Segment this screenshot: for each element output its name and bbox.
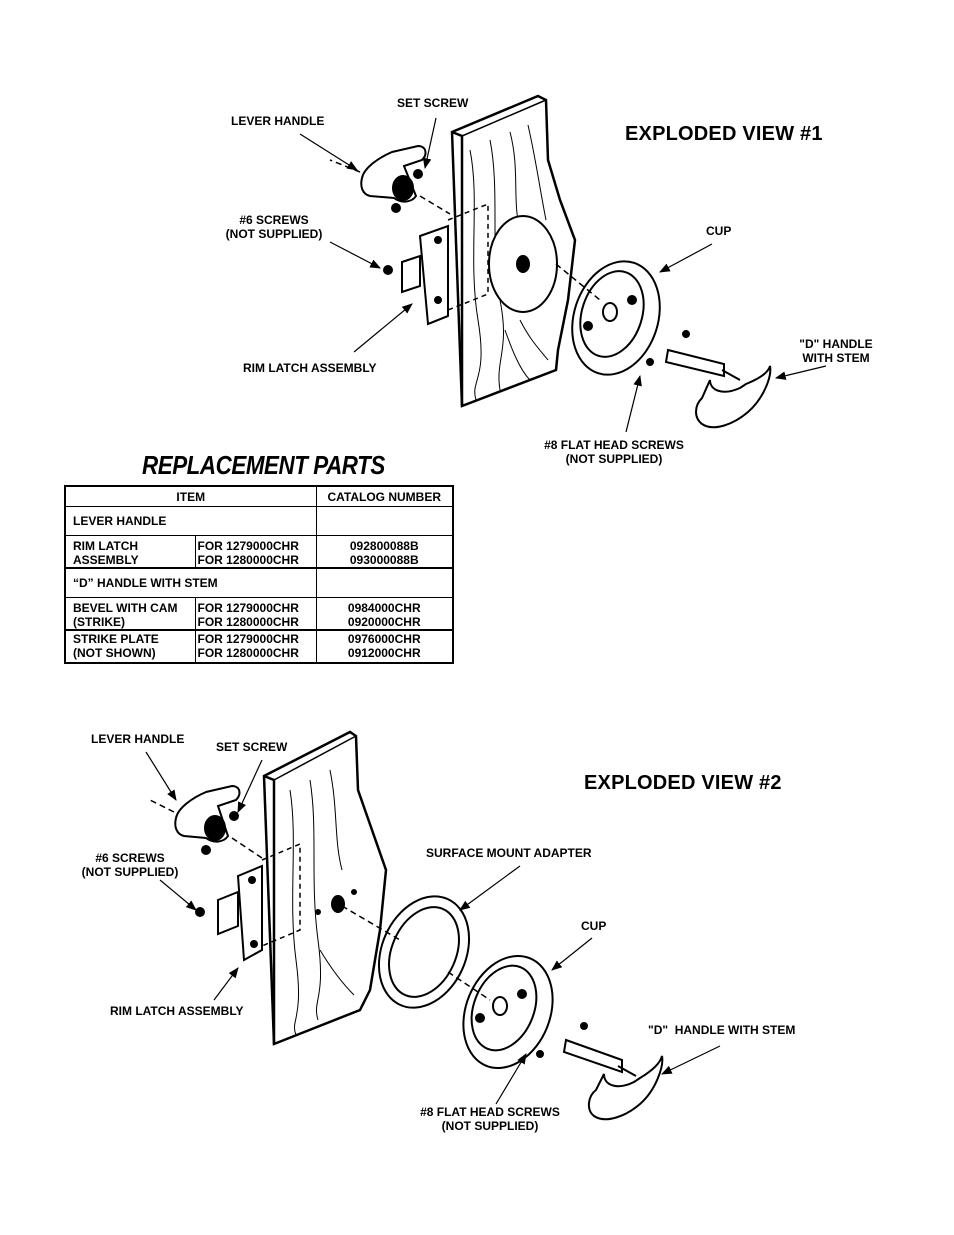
model-line1: FOR 1279000CHR (197, 632, 299, 646)
view2-door-slab (262, 730, 388, 1046)
view2-rim-latch-label: RIM LATCH ASSEMBLY (110, 1004, 244, 1018)
catalog-cell (315, 568, 454, 598)
item-cell: LEVER HANDLE (64, 506, 317, 536)
item-line1: BEVEL WITH CAM (73, 601, 178, 615)
col-header-item: ITEM (64, 485, 317, 507)
view2-d-handle-label: "D" HANDLE WITH STEM (648, 1023, 796, 1037)
view2-cup-label: CUP (581, 919, 607, 933)
catalog-line1: 092800088B (349, 539, 419, 553)
catalog-line1: 0984000CHR (347, 601, 421, 615)
view1-cup-label: CUP (706, 224, 732, 238)
view1-screws6-line2: (NOT SUPPLIED) (225, 227, 323, 241)
catalog-cell (315, 506, 454, 536)
replacement-parts-title: REPLACEMENT PARTS (142, 450, 385, 480)
catalog-cell: 0976000CHR 0912000CHR (315, 630, 454, 663)
view1-title: EXPLODED VIEW #1 (625, 123, 823, 145)
view1-screws8-label: #8 FLAT HEAD SCREWS (NOT SUPPLIED) (540, 438, 688, 466)
item-cell: STRIKE PLATE (NOT SHOWN) (64, 630, 196, 663)
view1-screws6-line1: #6 SCREWS (239, 213, 309, 227)
view1-screws8-line2: (NOT SUPPLIED) (565, 452, 663, 466)
item-cell: “D” HANDLE WITH STEM (64, 568, 317, 598)
view2-set-screw-label: SET SCREW (216, 740, 288, 754)
model-line2: FOR 1280000CHR (197, 553, 299, 567)
view1-lever-handle (329, 144, 451, 215)
view1-d-handle-line1: "D" HANDLE (799, 337, 873, 351)
model-cell: FOR 1279000CHR FOR 1280000CHR (194, 535, 317, 569)
view2-adapter-label: SURFACE MOUNT ADAPTER (426, 846, 592, 860)
view2-title: EXPLODED VIEW #2 (584, 772, 782, 794)
model-line2: FOR 1280000CHR (197, 615, 299, 629)
item-cell: RIM LATCH ASSEMBLY (64, 535, 196, 569)
catalog-cell: 092800088B 093000088B (315, 535, 454, 569)
view1-door-slab (450, 94, 577, 408)
catalog-line2: 093000088B (349, 553, 419, 567)
view1-rim-latch (401, 202, 489, 326)
view1-d-handle (646, 330, 772, 429)
catalog-line1: 0976000CHR (347, 632, 421, 646)
view2-screws8-label: #8 FLAT HEAD SCREWS (NOT SUPPLIED) (416, 1105, 564, 1133)
view2-lever-handle (149, 784, 263, 859)
view1-d-handle-line2: WITH STEM (802, 351, 870, 365)
item-line1: RIM LATCH (73, 539, 139, 553)
view2-screws8-line2: (NOT SUPPLIED) (441, 1119, 539, 1133)
view1-lever-handle-label: LEVER HANDLE (231, 114, 325, 128)
view2-lever-handle-label: LEVER HANDLE (91, 732, 185, 746)
model-cell: FOR 1279000CHR FOR 1280000CHR (194, 597, 317, 631)
model-cell: FOR 1279000CHR FOR 1280000CHR (194, 630, 317, 663)
model-line2: FOR 1280000CHR (197, 646, 299, 660)
item-line2: (STRIKE) (73, 615, 125, 629)
table-row: STRIKE PLATE (NOT SHOWN) FOR 1279000CHR … (64, 630, 454, 663)
view2-drawing (145, 730, 721, 1121)
item-line1: STRIKE PLATE (73, 632, 159, 646)
view2-surface-mount-adapter (341, 895, 471, 1009)
item-line2: (NOT SHOWN) (73, 646, 156, 660)
table-row: RIM LATCH ASSEMBLY FOR 1279000CHR FOR 12… (64, 535, 454, 569)
view1-cup (555, 260, 661, 376)
view2-rim-latch (217, 842, 301, 962)
model-line1: FOR 1279000CHR (197, 601, 299, 615)
table-header-row: ITEM CATALOG NUMBER (64, 485, 454, 507)
view2-screws6-line1: #6 SCREWS (95, 851, 165, 865)
view1-screws8-line1: #8 FLAT HEAD SCREWS (544, 438, 684, 452)
col-header-catalog: CATALOG NUMBER (315, 485, 454, 507)
view2-d-handle (536, 1022, 664, 1121)
table-row: LEVER HANDLE (64, 506, 454, 536)
replacement-parts-table: ITEM CATALOG NUMBER LEVER HANDLE RIM LAT… (64, 485, 454, 664)
view2-screws6-label: #6 SCREWS (NOT SUPPLIED) (78, 851, 182, 879)
view1-rim-latch-label: RIM LATCH ASSEMBLY (243, 361, 377, 375)
view1-set-screw-label: SET SCREW (397, 96, 469, 110)
view2-cup (447, 954, 554, 1070)
view1-screws6-label: #6 SCREWS (NOT SUPPLIED) (222, 213, 326, 241)
catalog-line2: 0920000CHR (347, 615, 421, 629)
item-cell: BEVEL WITH CAM (STRIKE) (64, 597, 196, 631)
model-line1: FOR 1279000CHR (197, 539, 299, 553)
catalog-line2: 0912000CHR (347, 646, 421, 660)
view2-screws6-line2: (NOT SUPPLIED) (81, 865, 179, 879)
item-line2: ASSEMBLY (73, 553, 139, 567)
table-row: BEVEL WITH CAM (STRIKE) FOR 1279000CHR F… (64, 597, 454, 631)
view1-drawing (299, 94, 827, 433)
table-row: “D” HANDLE WITH STEM (64, 568, 454, 598)
view2-screws8-line1: #8 FLAT HEAD SCREWS (420, 1105, 560, 1119)
view1-d-handle-label: "D" HANDLE WITH STEM (796, 337, 876, 365)
catalog-cell: 0984000CHR 0920000CHR (315, 597, 454, 631)
